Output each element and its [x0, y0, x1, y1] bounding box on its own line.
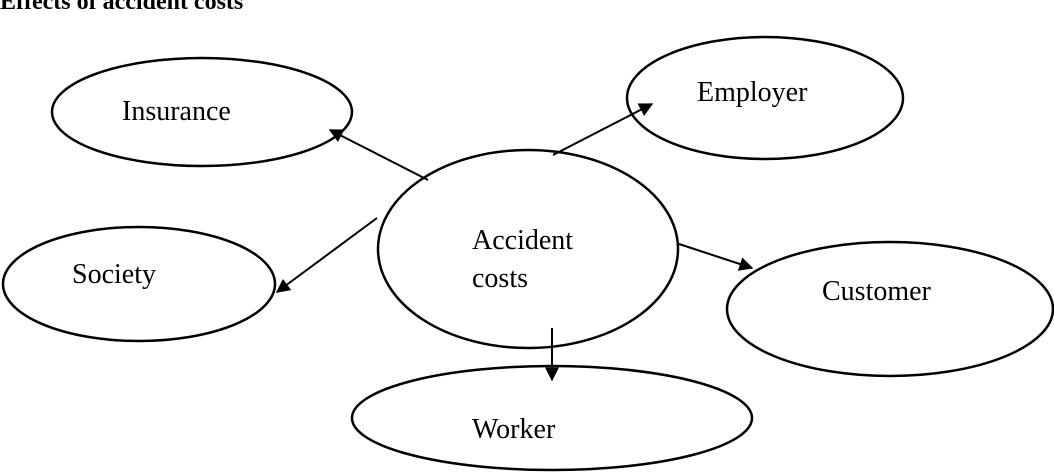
employer-label: Employer [697, 77, 808, 108]
insurance-label: Insurance [122, 96, 231, 127]
society-label: Society [72, 259, 156, 290]
arrow-to-customer [678, 243, 754, 271]
society-node [1, 225, 277, 343]
customer-node [725, 240, 1054, 378]
center-label-line2: costs [472, 263, 528, 294]
arrow-to-insurance [328, 129, 429, 181]
center-node [376, 148, 680, 350]
center-label-line1: Accident [472, 225, 573, 256]
arrow-to-employer [552, 103, 654, 156]
worker-label: Worker [472, 414, 556, 445]
arrow-to-society [275, 217, 378, 293]
insurance-node [50, 56, 354, 168]
customer-label: Customer [822, 276, 932, 307]
employer-node [625, 35, 905, 161]
diagram-title: Effects of accident costs [0, 0, 244, 15]
